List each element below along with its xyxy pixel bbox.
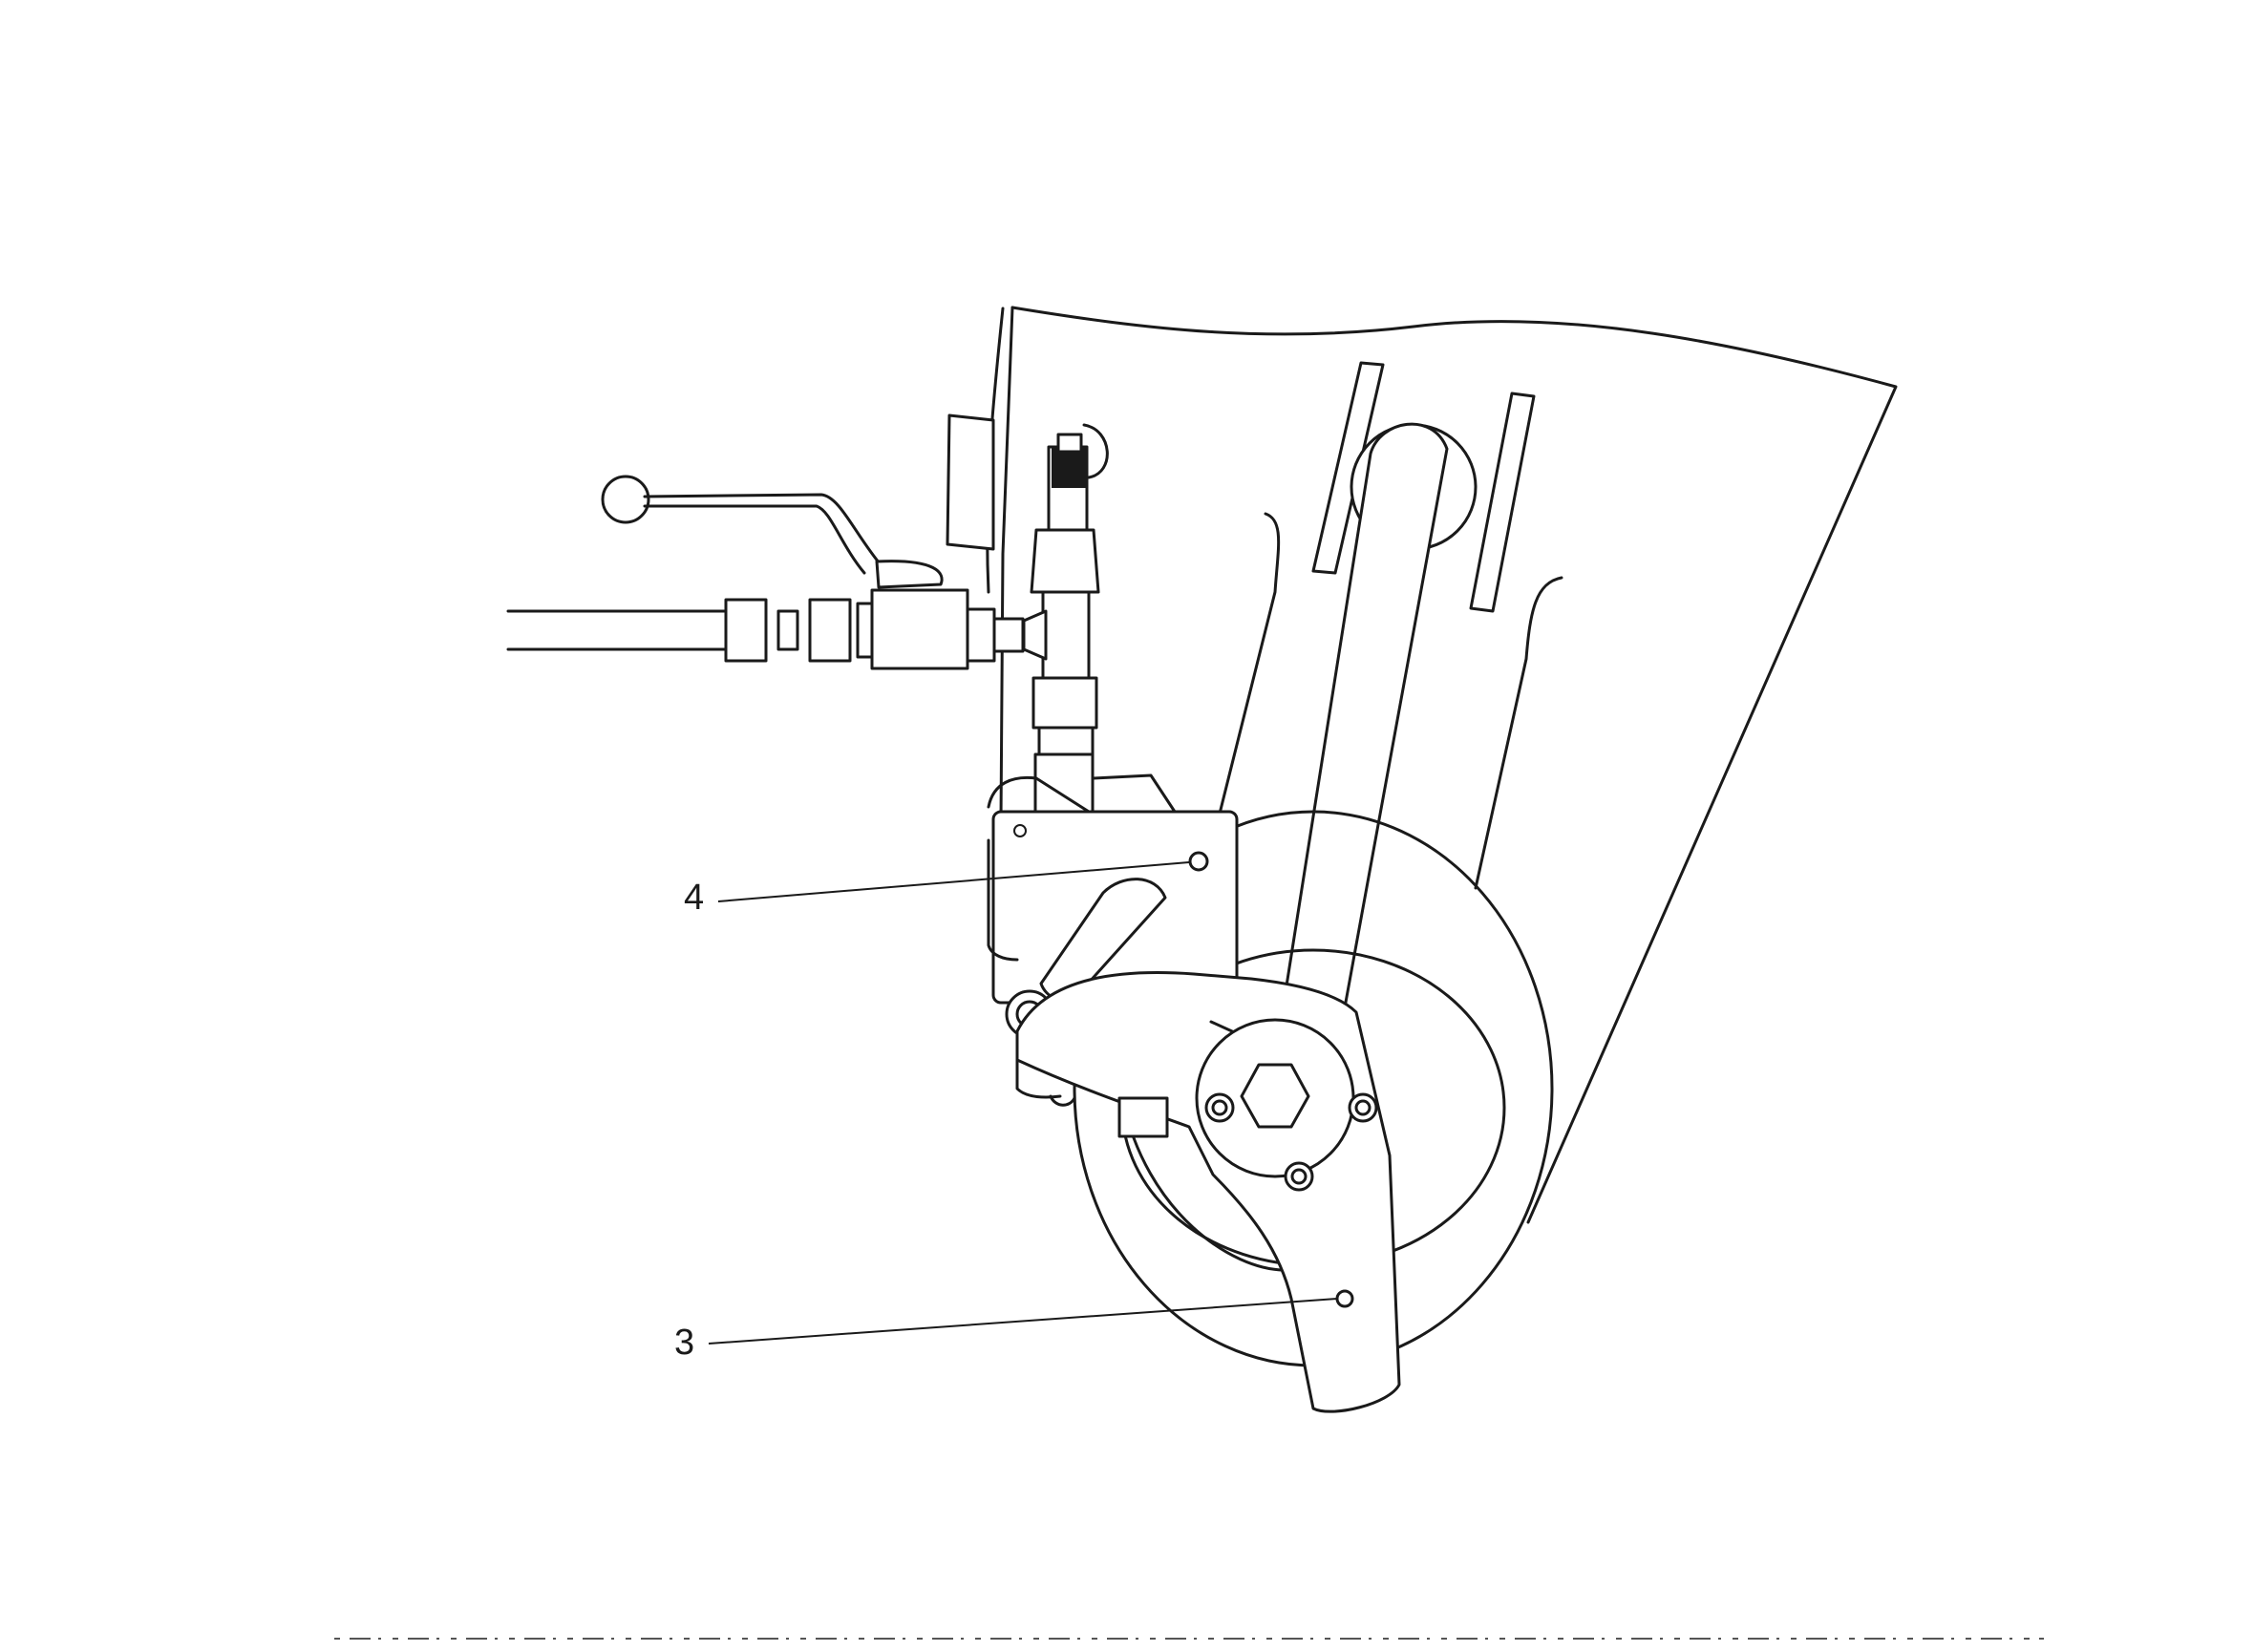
tee-fitting-and-gauge	[1022, 423, 1109, 814]
pivot-plate	[1015, 971, 1401, 1413]
callout-leaders	[708, 861, 1338, 1345]
ball-valve-assembly	[506, 475, 1025, 670]
callout-label-4: 4	[684, 878, 704, 918]
callout-label-3: 3	[674, 1323, 694, 1363]
machine-housing	[946, 306, 1898, 1224]
long-lever-arm	[1283, 422, 1449, 1009]
